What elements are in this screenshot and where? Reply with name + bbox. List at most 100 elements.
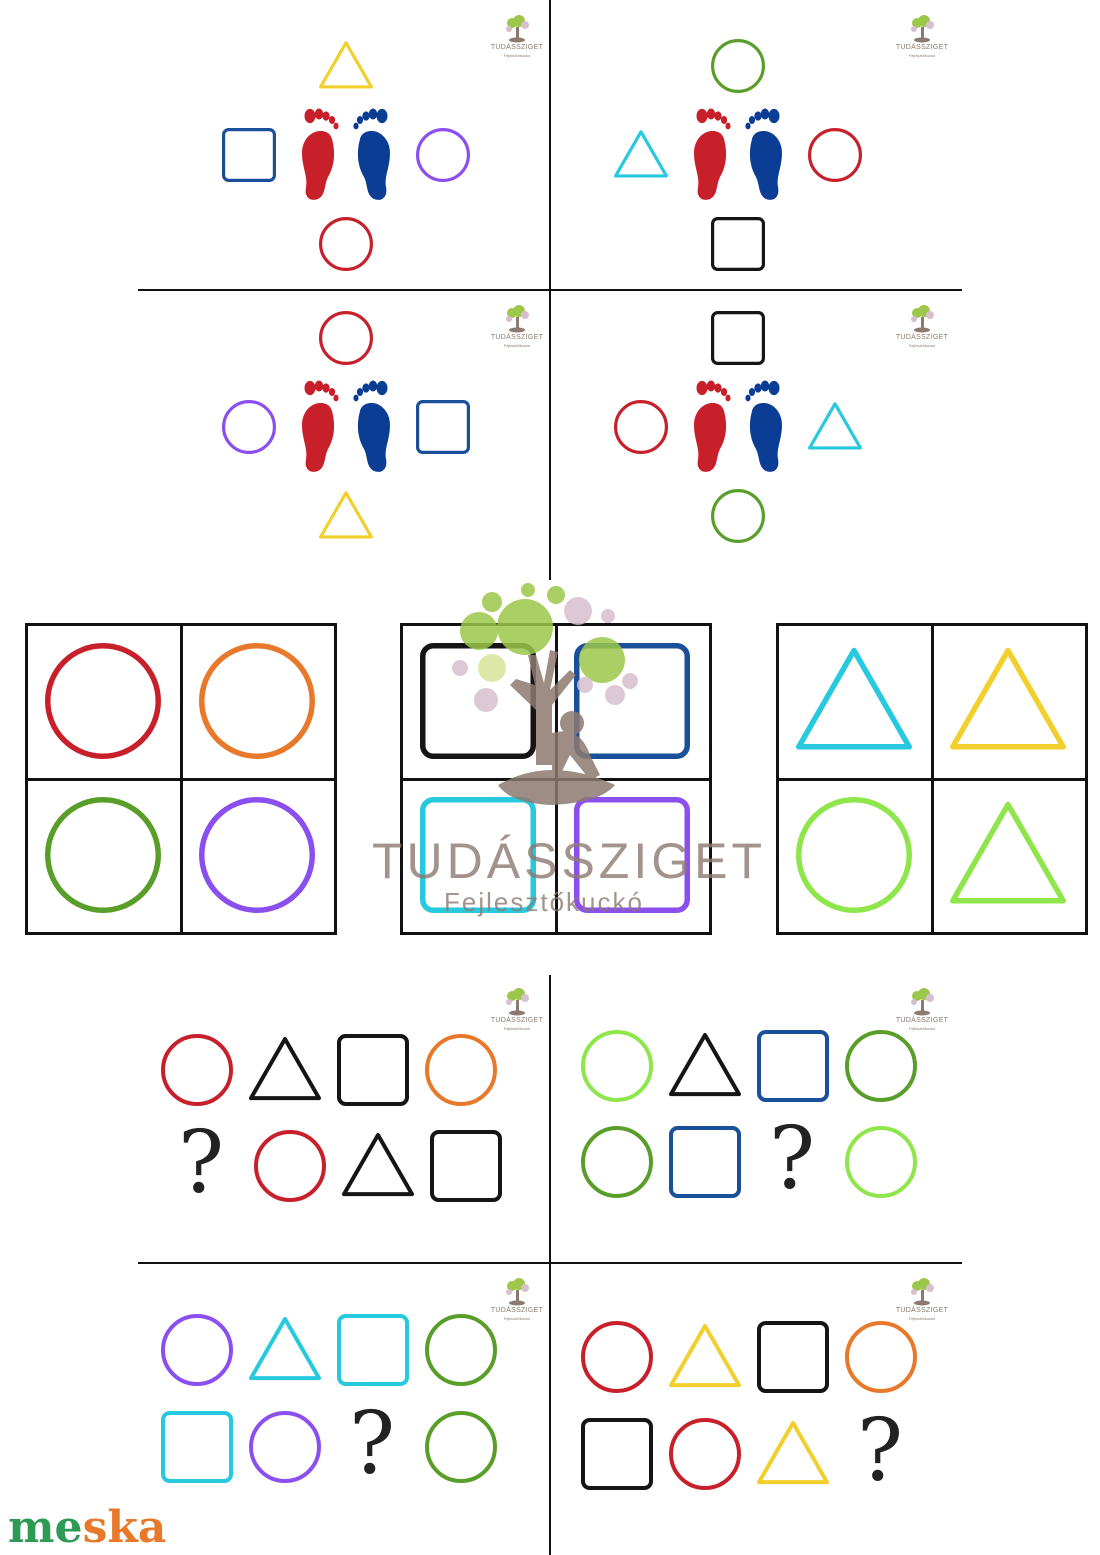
purple-circle-icon (222, 400, 276, 454)
watermark-subtitle: Fejlesztőkuckó (444, 887, 644, 917)
red-circle-icon (254, 1130, 326, 1202)
mini-logo: TUDÁSSZIGET Fejlesztőkuckó (491, 988, 543, 1038)
mini-logo: TUDÁSSZIGET Fejlesztőkuckó (491, 1278, 543, 1328)
purple-circle-icon (199, 797, 315, 913)
yellow-triangle-icon (950, 647, 1066, 750)
orange-circle-icon (425, 1034, 497, 1106)
mini-logo-subtitle: Fejlesztőkuckó (908, 343, 936, 348)
blue-square-icon (221, 127, 276, 182)
footprints-icon (694, 108, 782, 200)
green-circle-icon (425, 1314, 497, 1386)
green-circle-icon (711, 39, 765, 93)
cyan-square-icon (337, 1314, 409, 1386)
purple-circle-icon (161, 1314, 233, 1386)
mini-logo-subtitle: Fejlesztőkuckó (908, 1026, 936, 1031)
top-horizontal-divider (138, 289, 962, 291)
lime-circle-icon (581, 1030, 653, 1102)
question-mark: ? (769, 1109, 816, 1209)
black-triangle-icon (669, 1032, 741, 1097)
mini-logo-title: TUDÁSSZIGET (895, 1017, 949, 1024)
mini-logo-subtitle: Fejlesztőkuckó (503, 1026, 531, 1031)
grid-divider (28, 777, 334, 781)
tree-icon (506, 988, 529, 1016)
black-square-icon (430, 1130, 502, 1202)
cyan-triangle-icon (614, 130, 668, 178)
blue-square-icon (415, 399, 470, 454)
mini-logo-subtitle: Fejlesztőkuckó (908, 53, 936, 58)
mini-logo-title: TUDÁSSZIGET (490, 44, 544, 51)
purple-square-icon (574, 797, 690, 913)
red-circle-icon (319, 217, 373, 271)
bottom-horizontal-divider (138, 1262, 962, 1264)
brand-part-2: ska (82, 1502, 167, 1553)
green-circle-icon (425, 1411, 497, 1483)
bottom-vertical-divider (549, 975, 551, 1555)
red-circle-icon (161, 1034, 233, 1106)
mini-logo-title: TUDÁSSZIGET (895, 44, 949, 51)
tree-reader-icon (452, 583, 638, 805)
cyan-square-icon (161, 1411, 233, 1483)
green-circle-icon (845, 1030, 917, 1102)
footprints-icon (302, 380, 390, 472)
mini-logo: TUDÁSSZIGET Fejlesztőkuckó (896, 1278, 948, 1328)
footprints-icon (694, 380, 782, 472)
tree-icon (911, 988, 934, 1016)
mini-logo-title: TUDÁSSZIGET (490, 334, 544, 341)
mini-logo-subtitle: Fejlesztőkuckó (503, 53, 531, 58)
tree-icon (506, 15, 529, 43)
green-circle-icon (45, 797, 161, 913)
blue-square-icon (574, 643, 690, 759)
mini-logo-title: TUDÁSSZIGET (895, 334, 949, 341)
red-circle-icon (45, 643, 161, 759)
orange-circle-icon (199, 643, 315, 759)
blue-square-icon (669, 1126, 741, 1198)
mini-logo-title: TUDÁSSZIGET (490, 1017, 544, 1024)
mini-logo: TUDÁSSZIGET Fejlesztőkuckó (896, 988, 948, 1038)
tree-icon (911, 15, 934, 43)
black-square-icon (710, 216, 765, 271)
blue-square-icon (757, 1030, 829, 1102)
black-triangle-icon (249, 1036, 321, 1101)
tree-icon (506, 1278, 529, 1306)
cyan-triangle-icon (249, 1316, 321, 1381)
yellow-triangle-icon (319, 491, 373, 539)
lime-circle-icon (796, 797, 912, 913)
question-mark: ? (178, 1113, 225, 1213)
mini-logo-title: TUDÁSSZIGET (490, 1307, 544, 1314)
orange-circle-icon (845, 1321, 917, 1393)
tree-icon (506, 305, 529, 333)
watermark-title: TUDÁSSZIGET (372, 833, 767, 889)
black-square-icon (710, 310, 765, 365)
cyan-square-icon (420, 797, 536, 913)
mini-logo-subtitle: Fejlesztőkuckó (503, 343, 531, 348)
red-circle-icon (669, 1418, 741, 1490)
mini-logo-title: TUDÁSSZIGET (895, 1307, 949, 1314)
red-circle-icon (614, 400, 668, 454)
cyan-triangle-icon (796, 647, 912, 750)
mini-logo: TUDÁSSZIGET Fejlesztőkuckó (896, 305, 948, 355)
black-square-icon (581, 1418, 653, 1490)
black-square-icon (757, 1321, 829, 1393)
yellow-triangle-icon (669, 1323, 741, 1388)
yellow-triangle-icon (757, 1420, 829, 1485)
yellow-triangle-icon (319, 41, 373, 89)
meska-brand-logo: meska (8, 1502, 166, 1553)
question-mark: ? (857, 1401, 904, 1501)
black-triangle-icon (342, 1132, 414, 1197)
shape-grid (776, 623, 1088, 935)
purple-circle-icon (416, 128, 470, 182)
shape-grid (25, 623, 337, 935)
mini-logo-subtitle: Fejlesztőkuckó (503, 1316, 531, 1321)
footprints-icon (302, 108, 390, 200)
brand-part-1: me (8, 1502, 83, 1553)
mini-logo: TUDÁSSZIGET Fejlesztőkuckó (491, 15, 543, 65)
grid-divider (779, 777, 1085, 781)
green-circle-icon (711, 489, 765, 543)
lime-triangle-icon (950, 801, 1066, 904)
green-circle-icon (581, 1126, 653, 1198)
mini-logo: TUDÁSSZIGET Fejlesztőkuckó (491, 305, 543, 355)
purple-circle-icon (249, 1411, 321, 1483)
red-circle-icon (581, 1321, 653, 1393)
mini-logo: TUDÁSSZIGET Fejlesztőkuckó (896, 15, 948, 65)
tree-icon (911, 1278, 934, 1306)
